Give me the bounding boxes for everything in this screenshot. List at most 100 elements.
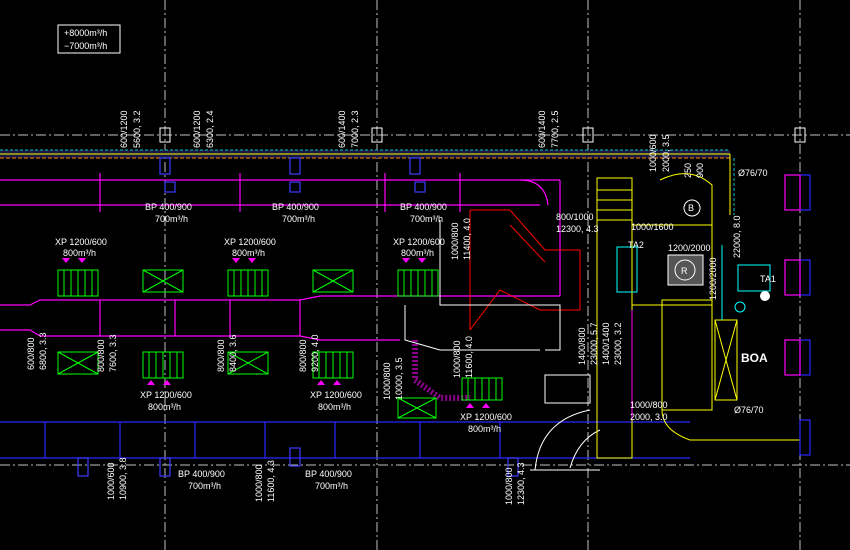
xp-labels: XP 1200/600 800m³/h XP 1200/600 800m³/h … bbox=[55, 237, 512, 434]
diffuser-markers bbox=[77, 157, 519, 477]
bp-4-b: 700m³/h bbox=[188, 481, 221, 491]
dim-top-1: 600/1200 bbox=[119, 110, 129, 148]
bp-3-b: 700m³/h bbox=[410, 214, 443, 224]
low-dim-16: 12300, 4.3 bbox=[516, 462, 526, 505]
xp-5-a: XP 1200/600 bbox=[310, 390, 362, 400]
equipment bbox=[616, 199, 771, 420]
low-dim-17: 1000/800 bbox=[630, 400, 668, 410]
bp-4-a: BP 400/900 bbox=[178, 469, 225, 479]
xp-grille-11 bbox=[461, 377, 503, 401]
duct-dim-4: 12300, 4.3 bbox=[556, 224, 599, 234]
wall-band bbox=[0, 149, 735, 215]
xp-grille-1 bbox=[57, 269, 99, 297]
duct-dim-5: 1000/1600 bbox=[631, 222, 674, 232]
tag-ta2: TA2 bbox=[628, 240, 644, 250]
low-dim-9: 1000/800 bbox=[382, 362, 392, 400]
rot-900: 900 bbox=[695, 163, 705, 178]
xp-grille-9 bbox=[312, 351, 354, 379]
duct-dim-9: 1400/800 bbox=[577, 327, 587, 365]
dim-top-7: 600/1400 bbox=[537, 110, 547, 148]
airflow-legend: +8000m³/h −7000m³/h bbox=[57, 24, 121, 54]
xp-6-a: XP 1200/600 bbox=[460, 412, 512, 422]
exhaust-duct-blue bbox=[0, 421, 690, 459]
xp-2-b: 800m³/h bbox=[232, 248, 265, 258]
right-edge-markers bbox=[784, 174, 811, 456]
bp-labels: BP 400/900 700m³/h BP 400/900 700m³/h BP… bbox=[145, 202, 447, 491]
bp-2-b: 700m³/h bbox=[282, 214, 315, 224]
ahu-housing-yellow bbox=[596, 173, 800, 459]
duct-dim-3: 800/1000 bbox=[556, 212, 594, 222]
tag-ta1: TA1 bbox=[760, 274, 776, 284]
dim-top-3: 600/1200 bbox=[192, 110, 202, 148]
duct-dim-11: 1400/1400 bbox=[601, 322, 611, 365]
xp-5-b: 800m³/h bbox=[318, 402, 351, 412]
dim-top-10: 2000, 3.5 bbox=[661, 134, 671, 172]
dia-bot: Ø76/70 bbox=[734, 405, 764, 415]
xp-3-b: 800m³/h bbox=[401, 248, 434, 258]
bp-1-a: BP 400/900 bbox=[145, 202, 192, 212]
low-dim-8: 9200, 4.0 bbox=[310, 334, 320, 372]
airflow-arrows bbox=[62, 258, 490, 408]
xp-grille-8 bbox=[227, 351, 269, 375]
xp-grille-3 bbox=[227, 269, 269, 297]
xp-grille-10 bbox=[397, 397, 437, 419]
duct-dim-10: 23000, 5.7 bbox=[589, 322, 599, 365]
dim-top-8: 7700, 2.5 bbox=[550, 110, 560, 148]
xp-3-a: XP 1200/600 bbox=[393, 237, 445, 247]
xp-grille-6 bbox=[57, 351, 99, 375]
low-dim-15: 1000/800 bbox=[504, 467, 514, 505]
bp-3-a: BP 400/900 bbox=[400, 202, 447, 212]
duct-dimension-labels: 1000/800 11400, 4.0 800/1000 12300, 4.3 … bbox=[450, 212, 742, 378]
supply-duct-magenta bbox=[0, 173, 561, 341]
room-walls bbox=[404, 220, 601, 471]
transition-duct-red bbox=[469, 209, 581, 331]
duct-dim-7: 1200/2000 bbox=[708, 257, 718, 300]
xp-1-a: XP 1200/600 bbox=[55, 237, 107, 247]
xp-4-b: 800m³/h bbox=[148, 402, 181, 412]
low-dim-14: 11600, 4.3 bbox=[266, 460, 276, 502]
bp-2-a: BP 400/900 bbox=[272, 202, 319, 212]
top-dimension-labels: 600/1200 5600, 3.2 600/1200 6300, 2.4 60… bbox=[119, 110, 705, 178]
dim-top-5: 600/1400 bbox=[337, 110, 347, 148]
diameter-labels: Ø76/70 Ø76/70 bbox=[734, 168, 768, 415]
low-dim-4: 7600, 3.3 bbox=[108, 334, 118, 372]
low-dim-10: 10000, 3.5 bbox=[394, 357, 404, 400]
grid-columns bbox=[159, 127, 806, 143]
low-dim-1: 600/800 bbox=[26, 337, 36, 370]
legend-line1: +8000m³/h bbox=[64, 28, 107, 38]
equipment-tags: TA2 TA1 BOA B R bbox=[628, 203, 776, 365]
xp-4-a: XP 1200/600 bbox=[140, 390, 192, 400]
low-dim-6: 8400, 3.6 bbox=[228, 334, 238, 372]
low-dim-2: 6800, 3.3 bbox=[38, 332, 48, 370]
bp-5-a: BP 400/900 bbox=[305, 469, 352, 479]
dim-top-2: 5600, 3.2 bbox=[132, 110, 142, 148]
xp-grille-7 bbox=[142, 351, 184, 379]
duct-dim-6: 1200/2000 bbox=[668, 243, 711, 253]
low-dim-11: 1000/600 bbox=[106, 462, 116, 500]
xp-6-b: 800m³/h bbox=[468, 424, 501, 434]
dim-top-9: 1000/600 bbox=[648, 134, 658, 172]
bp-5-b: 700m³/h bbox=[315, 481, 348, 491]
low-dim-18: 2000, 3.0 bbox=[630, 412, 668, 422]
tag-b: B bbox=[688, 203, 694, 213]
xp-grille-4 bbox=[312, 269, 354, 293]
low-dim-7: 800/800 bbox=[298, 339, 308, 372]
xp-grille-2 bbox=[142, 269, 184, 293]
lower-dimension-labels: 600/800 6800, 3.3 800/800 7600, 3.3 800/… bbox=[26, 332, 668, 505]
xp-grille-5 bbox=[397, 269, 439, 297]
duct-dim-14: 11600, 4.0 bbox=[464, 336, 474, 378]
rot-250: 250 bbox=[683, 163, 693, 178]
xp-grilles bbox=[57, 269, 503, 419]
xp-1-b: 800m³/h bbox=[63, 248, 96, 258]
legend-line2: −7000m³/h bbox=[64, 41, 107, 51]
duct-dim-8: 22000, 8.0 bbox=[732, 215, 742, 258]
low-dim-5: 800/800 bbox=[216, 339, 226, 372]
bp-1-b: 700m³/h bbox=[155, 214, 188, 224]
tag-boa: BOA bbox=[741, 351, 768, 365]
duct-dim-1: 1000/800 bbox=[450, 222, 460, 260]
low-dim-3: 800/800 bbox=[96, 339, 106, 372]
dim-top-4: 6300, 2.4 bbox=[205, 110, 215, 148]
low-dim-12: 10900, 3.8 bbox=[118, 457, 128, 500]
duct-dim-12: 23000, 3.2 bbox=[613, 322, 623, 365]
